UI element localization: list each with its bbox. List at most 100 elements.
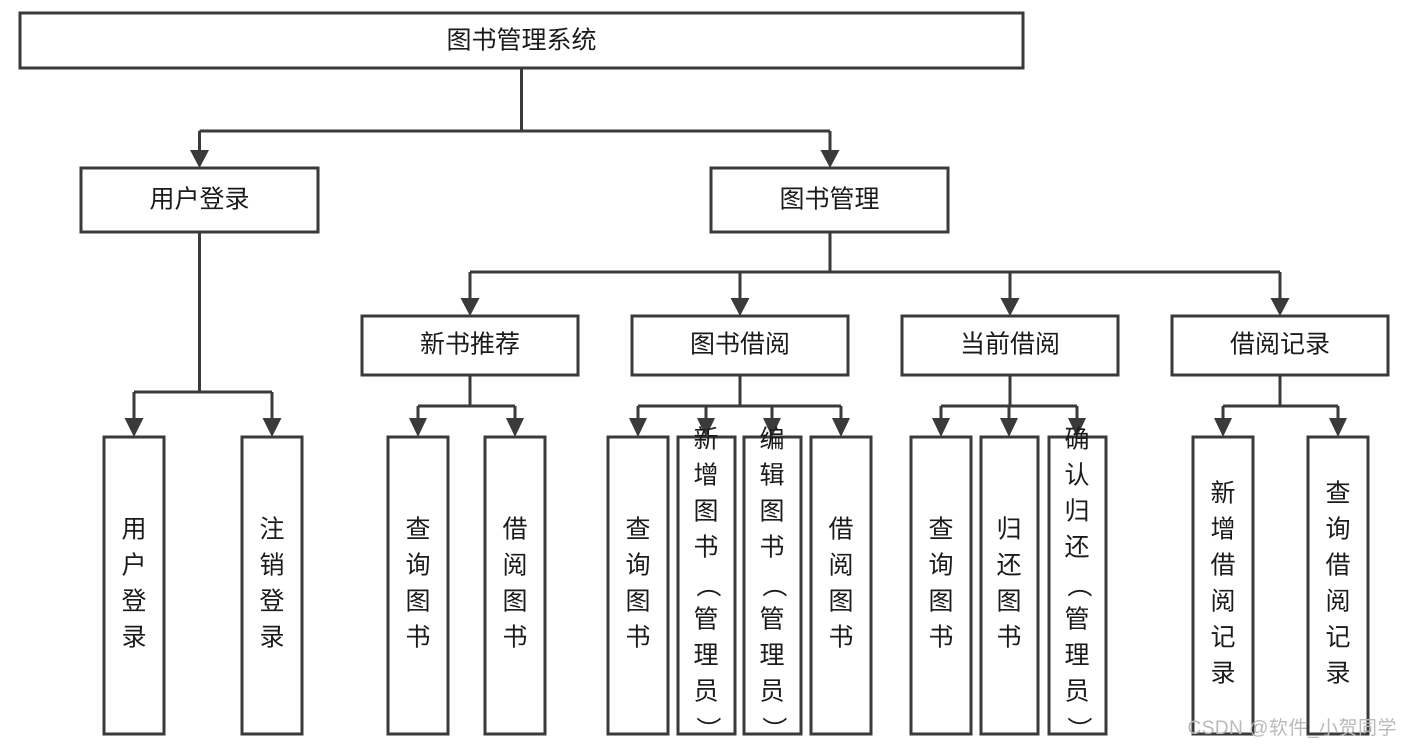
node-root-label: 图书管理系统 xyxy=(446,27,596,55)
connector-layer xyxy=(124,68,1347,437)
svg-text:记: 记 xyxy=(1210,624,1235,652)
svg-text:录: 录 xyxy=(1325,660,1350,688)
svg-text:阅: 阅 xyxy=(828,552,853,580)
arrowhead-borrow-record xyxy=(1270,298,1290,316)
leaf-borrow-book-1-box[interactable] xyxy=(483,435,547,736)
arrowhead-leaf-query-book-2 xyxy=(629,418,647,437)
node-borrow-record-box[interactable] xyxy=(1170,314,1390,377)
svg-text:编: 编 xyxy=(759,426,784,454)
svg-text:录: 录 xyxy=(121,624,146,652)
arrowhead-leaf-edit-book xyxy=(763,418,781,437)
node-root[interactable]: 图书管理系统 xyxy=(18,11,1025,70)
node-new-book-recommend-box[interactable] xyxy=(360,314,580,377)
svg-text:查: 查 xyxy=(928,516,953,544)
leaf-borrow-book-2-box[interactable] xyxy=(809,435,873,736)
svg-text:查: 查 xyxy=(405,516,430,544)
svg-text:记: 记 xyxy=(1325,624,1350,652)
svg-text:录: 录 xyxy=(259,624,284,652)
node-current-borrow-box[interactable] xyxy=(900,314,1120,377)
node-book-management-label: 图书管理 xyxy=(779,186,879,214)
svg-text:新: 新 xyxy=(1210,480,1235,508)
svg-text:书: 书 xyxy=(693,534,718,562)
node-book-management[interactable]: 图书管理 xyxy=(709,166,950,234)
arrowhead-leaf-borrow-book-2 xyxy=(832,418,850,437)
leaf-confirm-return-box[interactable] xyxy=(1047,435,1108,736)
svg-text:阅: 阅 xyxy=(1210,588,1235,616)
node-new-book-recommend[interactable]: 新书推荐 xyxy=(360,314,580,377)
leaf-add-book-box[interactable] xyxy=(676,435,737,736)
svg-text:销: 销 xyxy=(259,552,284,580)
arrowhead-leaf-query-book-1 xyxy=(409,418,427,437)
leaf-query-record-box[interactable] xyxy=(1306,435,1370,736)
svg-text:图: 图 xyxy=(405,588,430,616)
arrowhead-leaf-query-record xyxy=(1329,418,1347,437)
node-user-login[interactable]: 用户登录 xyxy=(79,166,320,234)
leaf-add-record-box[interactable] xyxy=(1191,435,1255,736)
leaf-user-login[interactable]: 用户登录 xyxy=(102,435,166,736)
node-user-login-label: 用户登录 xyxy=(149,186,249,214)
svg-text:图: 图 xyxy=(759,498,784,526)
svg-text:员: 员 xyxy=(1064,678,1089,706)
svg-text:）: ） xyxy=(759,716,787,741)
arrowhead-current-borrow xyxy=(1000,298,1020,316)
svg-text:还: 还 xyxy=(996,552,1021,580)
leaf-user-logout-box[interactable] xyxy=(240,435,304,736)
leaf-query-book-2-box[interactable] xyxy=(606,435,670,736)
svg-text:图: 图 xyxy=(928,588,953,616)
node-book-management-box[interactable] xyxy=(709,166,950,234)
svg-text:询: 询 xyxy=(928,552,953,580)
svg-text:辑: 辑 xyxy=(759,462,784,490)
arrowhead-leaf-user-logout xyxy=(262,418,282,437)
svg-text:）: ） xyxy=(1064,716,1092,741)
node-current-borrow[interactable]: 当前借阅 xyxy=(900,314,1120,377)
svg-text:增: 增 xyxy=(1210,516,1235,544)
svg-text:理: 理 xyxy=(759,642,784,670)
svg-text:书: 书 xyxy=(828,624,853,652)
svg-text:注: 注 xyxy=(259,516,284,544)
leaf-return-book-box[interactable] xyxy=(979,435,1040,736)
node-root-box[interactable] xyxy=(18,11,1025,70)
svg-text:书: 书 xyxy=(759,534,784,562)
svg-text:管: 管 xyxy=(759,606,784,634)
svg-text:管: 管 xyxy=(1064,606,1089,634)
node-book-borrow-box[interactable] xyxy=(630,314,850,377)
leaf-query-book-1-box[interactable] xyxy=(386,435,450,736)
svg-text:登: 登 xyxy=(121,588,146,616)
arrowhead-leaf-return-book xyxy=(1000,418,1018,437)
leaf-edit-book-box[interactable] xyxy=(742,435,803,736)
leaf-user-login-box[interactable] xyxy=(102,435,166,736)
leaf-query-book-3-box[interactable] xyxy=(909,435,973,736)
svg-text:（: （ xyxy=(759,572,787,597)
svg-text:书: 书 xyxy=(928,624,953,652)
svg-text:查: 查 xyxy=(625,516,650,544)
svg-text:阅: 阅 xyxy=(502,552,527,580)
node-book-borrow[interactable]: 图书借阅 xyxy=(630,314,850,377)
svg-text:查: 查 xyxy=(1325,480,1350,508)
arrowhead-leaf-confirm-return xyxy=(1068,418,1086,437)
arrowhead-book-management xyxy=(820,150,840,168)
arrowhead-new-book-recommend xyxy=(460,298,480,316)
svg-text:借: 借 xyxy=(1210,552,1235,580)
svg-text:借: 借 xyxy=(828,516,853,544)
svg-text:书: 书 xyxy=(405,624,430,652)
node-current-borrow-label: 当前借阅 xyxy=(960,331,1060,359)
svg-text:管: 管 xyxy=(693,606,718,634)
node-user-login-box[interactable] xyxy=(79,166,320,234)
node-borrow-record[interactable]: 借阅记录 xyxy=(1170,314,1390,377)
